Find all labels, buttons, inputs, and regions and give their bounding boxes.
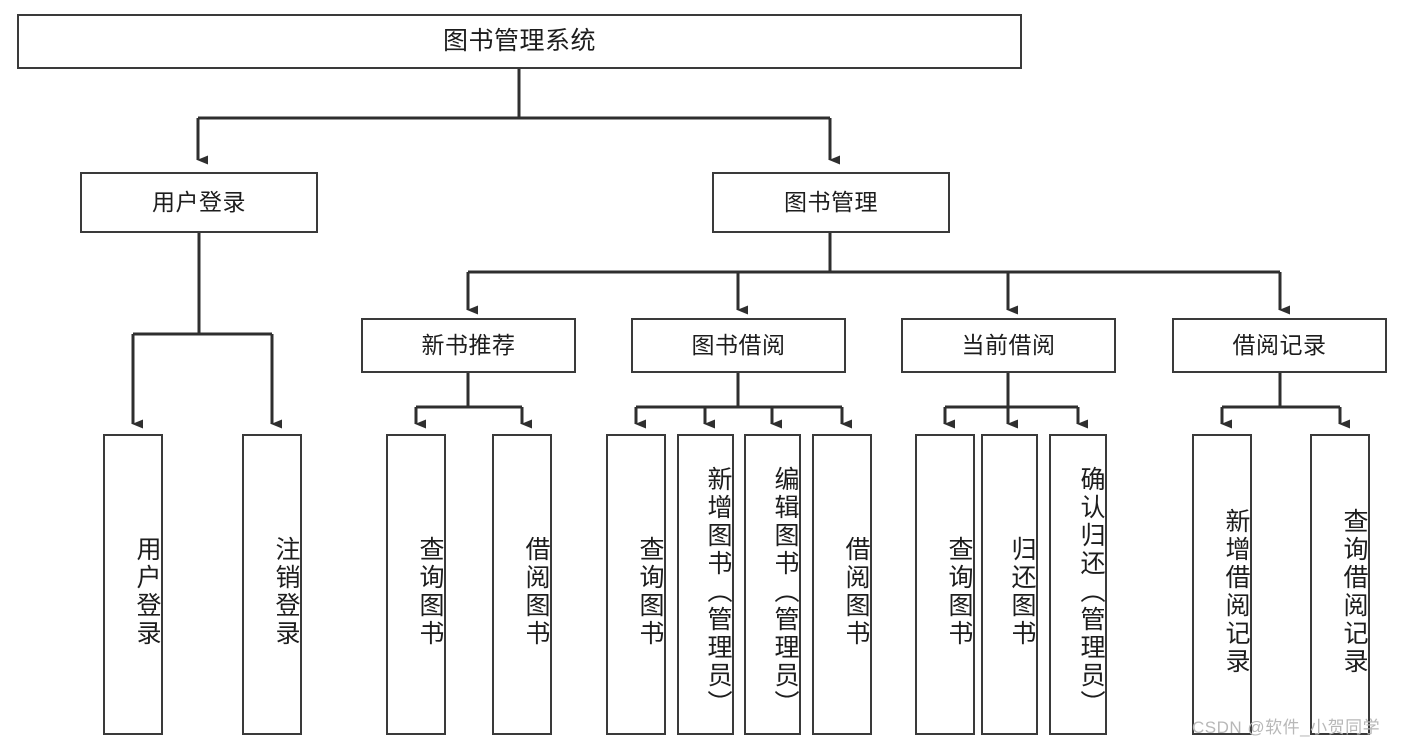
node-book-borrow[interactable]: 图书借阅 [631,318,846,373]
node-leaf-borrow-book-2[interactable]: 借阅图书 [812,434,872,735]
node-leaf-edit-book[interactable]: 编辑图书（管理员） [744,434,801,735]
node-current-borrow-label: 当前借阅 [961,331,1056,358]
node-leaf-query-book-1-label: 查询图书 [416,535,444,648]
node-leaf-borrow-book-1[interactable]: 借阅图书 [492,434,552,735]
node-borrow-record-label: 借阅记录 [1232,331,1327,358]
node-leaf-confirm-return[interactable]: 确认归还（管理员） [1049,434,1107,735]
node-leaf-confirm-return-label: 确认归还（管理员） [1077,465,1105,718]
node-leaf-query-book-2[interactable]: 查询图书 [606,434,666,735]
node-leaf-borrow-book-1-label: 借阅图书 [522,535,550,648]
node-leaf-user-login[interactable]: 用户登录 [103,434,163,735]
node-leaf-query-book-3[interactable]: 查询图书 [915,434,975,735]
node-leaf-query-book-3-label: 查询图书 [945,535,973,648]
node-leaf-logout-label: 注销登录 [272,535,300,648]
node-leaf-logout[interactable]: 注销登录 [242,434,302,735]
node-book-manage[interactable]: 图书管理 [712,172,950,233]
node-leaf-user-login-label: 用户登录 [133,535,161,648]
node-borrow-record[interactable]: 借阅记录 [1172,318,1387,373]
node-leaf-return-book[interactable]: 归还图书 [981,434,1038,735]
node-book-borrow-label: 图书借阅 [691,331,786,358]
node-leaf-add-record-label: 新增借阅记录 [1222,507,1250,676]
node-leaf-query-record[interactable]: 查询借阅记录 [1310,434,1370,735]
node-leaf-return-book-label: 归还图书 [1008,535,1036,648]
node-book-manage-label: 图书管理 [784,188,878,215]
node-leaf-edit-book-label: 编辑图书（管理员） [771,465,799,718]
node-user-login-label: 用户登录 [152,188,246,215]
node-current-borrow[interactable]: 当前借阅 [901,318,1116,373]
csdn-watermark: CSDN @软件_小贺同学 [1192,718,1381,737]
node-leaf-add-book[interactable]: 新增图书（管理员） [677,434,734,735]
node-root-label: 图书管理系统 [442,26,596,55]
node-leaf-add-book-label: 新增图书（管理员） [704,465,732,718]
node-leaf-query-book-1[interactable]: 查询图书 [386,434,446,735]
node-leaf-query-book-2-label: 查询图书 [636,535,664,648]
node-leaf-add-record[interactable]: 新增借阅记录 [1192,434,1252,735]
node-new-book-rec[interactable]: 新书推荐 [361,318,576,373]
node-user-login[interactable]: 用户登录 [80,172,318,233]
node-new-book-rec-label: 新书推荐 [421,331,516,358]
node-leaf-borrow-book-2-label: 借阅图书 [842,535,870,648]
node-leaf-query-record-label: 查询借阅记录 [1340,507,1368,676]
node-root[interactable]: 图书管理系统 [17,14,1022,69]
